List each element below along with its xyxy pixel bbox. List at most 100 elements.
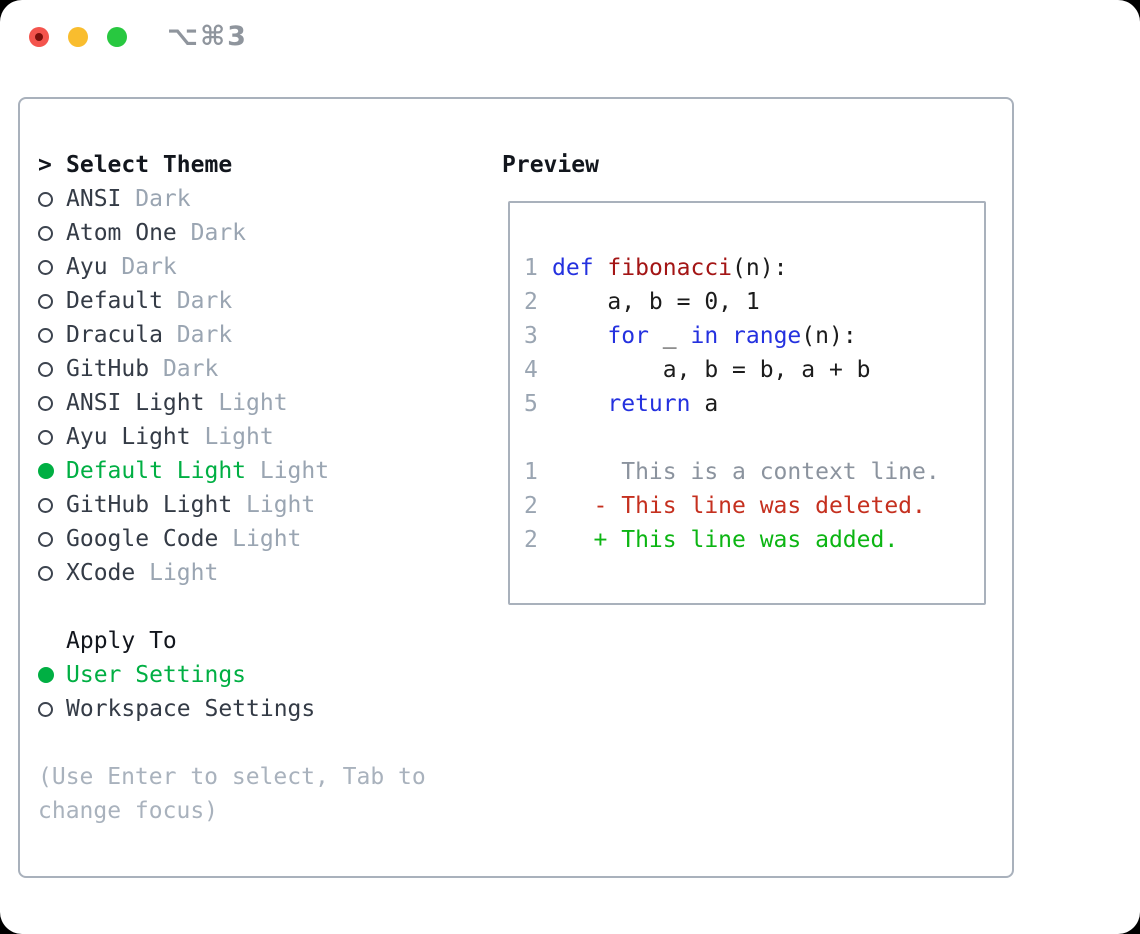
prompt-cursor-icon: >: [38, 152, 52, 178]
variant-label: Dark: [190, 220, 247, 246]
minimize-button[interactable]: [68, 27, 88, 47]
code-text: + This line was added.: [552, 527, 899, 553]
apply-to-header: Apply To: [38, 624, 498, 658]
hint-line: change focus): [38, 798, 219, 824]
zoom-button[interactable]: [107, 27, 127, 47]
theme-option-dracula-dark[interactable]: Dracula Dark: [38, 318, 498, 352]
radio-icon: [38, 191, 53, 207]
line-number: 3: [524, 323, 538, 349]
line-number: 2: [524, 493, 538, 519]
variant-label: Light: [218, 390, 288, 416]
option-label: GitHub Light: [66, 492, 233, 518]
option-label: XCode: [66, 560, 136, 586]
theme-option-default-light-light[interactable]: Default Light Light: [38, 454, 498, 488]
code-text: a, b = b, a + b: [552, 357, 871, 383]
code-text: - This line was deleted.: [552, 493, 926, 519]
theme-option-xcode-light[interactable]: XCode Light: [38, 556, 498, 590]
code-line: 1 def fibonacci(n):: [524, 251, 984, 285]
apply-option-user-settings[interactable]: User Settings: [38, 658, 498, 692]
theme-option-default-dark[interactable]: Default Dark: [38, 284, 498, 318]
theme-option-google-code-light[interactable]: Google Code Light: [38, 522, 498, 556]
code-text: return a: [607, 391, 719, 417]
theme-option-ansi-light-light[interactable]: ANSI Light Light: [38, 386, 498, 420]
keyboard-hint: (Use Enter to select, Tab to change focu…: [38, 760, 498, 828]
radio-icon: [38, 293, 53, 309]
option-label: Dracula: [66, 322, 163, 348]
line-number: 2: [524, 289, 538, 315]
variant-label: Light: [204, 424, 274, 450]
code-line: 2 + This line was added.: [524, 523, 984, 557]
preview-title: Preview: [502, 152, 599, 178]
code-line: 2 a, b = 0, 1: [524, 285, 984, 319]
radio-icon: [38, 327, 53, 343]
line-number: 1: [524, 459, 538, 485]
spacer: [38, 726, 498, 760]
select-theme-title: Select Theme: [66, 152, 233, 178]
radio-icon: [38, 429, 53, 445]
line-number: 2: [524, 527, 538, 553]
radio-icon: [38, 395, 53, 411]
theme-option-github-light-light[interactable]: GitHub Light Light: [38, 488, 498, 522]
radio-icon: [38, 701, 53, 717]
option-label: ANSI Light: [66, 390, 205, 416]
option-label: GitHub: [66, 356, 150, 382]
variant-label: Light: [259, 458, 330, 484]
theme-option-atom-one-dark[interactable]: Atom One Dark: [38, 216, 498, 250]
variant-label: Dark: [135, 186, 191, 212]
code-line: 5 return a: [524, 387, 984, 421]
selected-radio-icon: [38, 667, 54, 683]
theme-option-github-dark[interactable]: GitHub Dark: [38, 352, 498, 386]
selected-radio-icon: [38, 463, 54, 479]
line-number: 4: [524, 357, 538, 383]
variant-label: Dark: [176, 288, 233, 314]
variant-label: Light: [149, 560, 219, 586]
code-text: for _ in range(n):: [607, 323, 857, 349]
variant-label: Light: [232, 526, 302, 552]
keyboard-shortcut-label: ⌥⌘3: [167, 21, 248, 52]
hint-line: (Use Enter to select, Tab to: [38, 764, 426, 790]
radio-icon: [38, 565, 53, 581]
close-button[interactable]: [29, 27, 49, 47]
option-label: Atom One: [66, 220, 177, 246]
code-line: 2 - This line was deleted.: [524, 489, 984, 523]
apply-to-title: Apply To: [66, 628, 177, 654]
code-text: def fibonacci(n):: [552, 255, 788, 281]
option-label: Default Light: [66, 458, 247, 484]
option-label: ANSI: [66, 186, 122, 212]
option-label: Ayu Light: [66, 424, 191, 450]
theme-option-ansi-dark[interactable]: ANSI Dark: [38, 182, 498, 216]
theme-option-ayu-light-light[interactable]: Ayu Light Light: [38, 420, 498, 454]
variant-label: Dark: [121, 254, 177, 280]
option-label: User Settings: [66, 662, 247, 688]
radio-icon: [38, 225, 53, 241]
variant-label: Dark: [176, 322, 233, 348]
variant-label: Light: [246, 492, 316, 518]
option-label: Workspace Settings: [66, 696, 316, 722]
line-number: 1: [524, 255, 538, 281]
code-text: This is a context line.: [552, 459, 940, 485]
select-theme-header: > Select Theme: [38, 148, 498, 182]
radio-icon: [38, 259, 53, 275]
option-label: Default: [66, 288, 163, 314]
code-line: [524, 421, 984, 455]
code-line: 4 a, b = b, a + b: [524, 353, 984, 387]
line-number: [524, 421, 552, 455]
radio-icon: [38, 361, 53, 377]
code-line: 1 This is a context line.: [524, 455, 984, 489]
code-line: 3 for _ in range(n):: [524, 319, 984, 353]
apply-option-workspace-settings[interactable]: Workspace Settings: [38, 692, 498, 726]
variant-label: Dark: [162, 356, 219, 382]
radio-icon: [38, 531, 53, 547]
spacer: [38, 590, 498, 624]
line-number: 5: [524, 391, 538, 417]
code-text: a, b = 0, 1: [552, 289, 760, 315]
radio-icon: [38, 497, 53, 513]
option-label: Google Code: [66, 526, 219, 552]
